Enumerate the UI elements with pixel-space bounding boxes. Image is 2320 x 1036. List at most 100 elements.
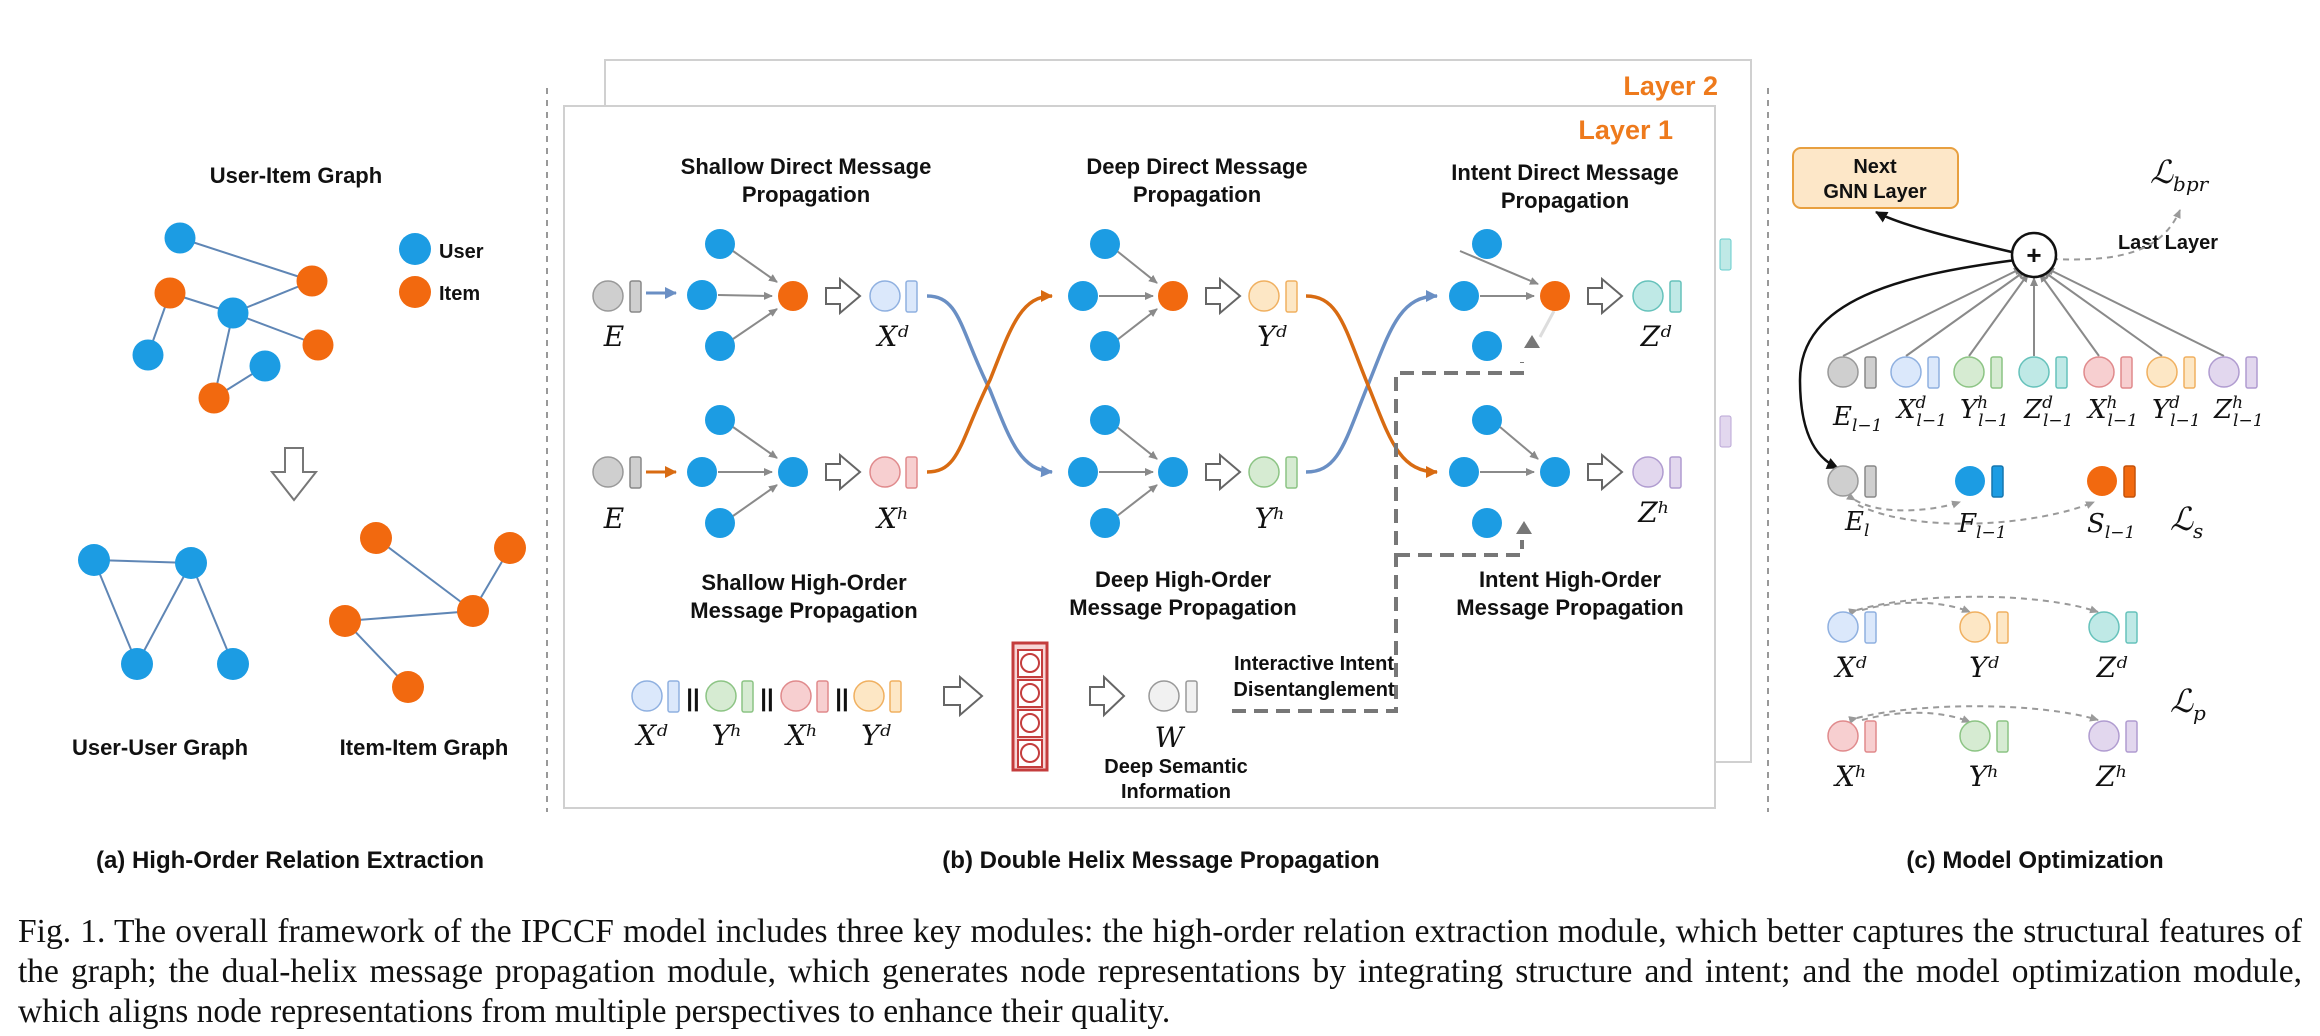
xh-bar xyxy=(905,456,918,489)
xh-bar xyxy=(1864,720,1877,753)
zd-prev-bar xyxy=(2055,356,2068,389)
sl-label: Sl−1 xyxy=(2087,509,2135,543)
user-node xyxy=(1090,508,1120,538)
framework-figure: User-Item Graph User Item xyxy=(72,59,2264,874)
xd-bar xyxy=(667,680,680,713)
yd-bar xyxy=(1996,611,2009,644)
mp-edges xyxy=(718,426,778,517)
layer2-bar xyxy=(1719,238,1732,271)
layer2-bar xyxy=(1719,415,1732,448)
to-bpr-dashed-arrow xyxy=(2051,209,2181,261)
intent-high-title-2: Message Propagation xyxy=(1456,595,1683,620)
hollow-arrow-icon xyxy=(1205,452,1242,492)
l-bpr-symbol: ℒbpr xyxy=(2150,153,2210,196)
user-node xyxy=(687,280,717,310)
mp-edges xyxy=(1459,250,1539,300)
xd-bar xyxy=(905,280,918,313)
w-node xyxy=(1148,680,1180,712)
xh-bar xyxy=(816,680,829,713)
user-node xyxy=(1068,281,1098,311)
mp-edges xyxy=(1099,250,1158,341)
user-node xyxy=(705,331,735,361)
user-node xyxy=(1472,229,1502,259)
yh-node xyxy=(1959,720,1991,752)
zh-node xyxy=(2088,720,2120,752)
xh-node xyxy=(1827,720,1859,752)
mp-edges xyxy=(1480,426,1539,476)
hollow-arrow-icon xyxy=(1089,674,1126,718)
xh-prev-bar xyxy=(2120,356,2133,389)
item-node xyxy=(457,595,489,627)
zd-symbol: Zᵈ xyxy=(1640,320,1672,353)
e-prev-label: El−1 xyxy=(1832,402,1882,436)
el-node xyxy=(1827,465,1859,497)
user-item-graph-title: User-Item Graph xyxy=(210,163,382,188)
concat-symbol: || xyxy=(835,685,848,712)
up-triangle-icon xyxy=(1516,521,1532,534)
panel-b-caption: (b) Double Helix Message Propagation xyxy=(942,847,1379,874)
align-arrow xyxy=(1861,601,1971,613)
intent-dashed-path-2 xyxy=(1396,540,1524,557)
xd-symbol: Xᵈ xyxy=(875,320,909,353)
zh-prev-node xyxy=(2208,356,2240,388)
user-node xyxy=(121,648,153,680)
hollow-arrow-icon xyxy=(1587,276,1624,316)
yh-symbol: Yʰ xyxy=(1969,760,2000,793)
user-node xyxy=(1472,331,1502,361)
xh-symbol: Xʰ xyxy=(875,502,909,535)
deep-direct-title: Deep Direct Message xyxy=(1086,154,1307,179)
user-node xyxy=(1158,457,1188,487)
interactive-intent-label-2: Disentanglement xyxy=(1233,679,1394,701)
to-next-layer-arrow xyxy=(1875,210,2017,255)
xh-node xyxy=(869,456,901,488)
e-prev-bar xyxy=(1864,356,1877,389)
yh-bar xyxy=(1285,456,1298,489)
interactive-intent-label: Interactive Intent xyxy=(1234,653,1394,675)
yd-bar xyxy=(1285,280,1298,313)
deep-direct-title-2: Propagation xyxy=(1133,182,1261,207)
deep-high-title-2: Message Propagation xyxy=(1069,595,1296,620)
yh-node xyxy=(1248,456,1280,488)
e-prev-node xyxy=(1827,356,1859,388)
zh-bar xyxy=(1669,456,1682,489)
user-node xyxy=(778,457,808,487)
yd-bar xyxy=(889,680,902,713)
hollow-arrow-icon xyxy=(1205,276,1242,316)
xh-node xyxy=(780,680,812,712)
sl-bar xyxy=(2123,465,2136,498)
hollow-arrow-icon xyxy=(825,276,862,316)
zd-bar xyxy=(2125,611,2138,644)
hollow-arrow-icon xyxy=(825,452,862,492)
shallow-high-title: Shallow High-Order xyxy=(701,570,907,595)
shallow-direct-title-2: Propagation xyxy=(742,182,870,207)
item-node xyxy=(360,522,392,554)
user-node xyxy=(1449,281,1479,311)
legend-user-label: User xyxy=(439,241,484,263)
intent-light-edge xyxy=(1538,310,1556,338)
zd-prev-node xyxy=(2018,356,2050,388)
xd-prev-node xyxy=(1890,356,1922,388)
xh-symbol: Xʰ xyxy=(784,719,818,752)
panel-c-caption: (c) Model Optimization xyxy=(1906,847,2163,874)
mp-edges xyxy=(1099,426,1158,517)
item-node xyxy=(392,671,424,703)
xh-symbol: Xʰ xyxy=(1833,760,1867,793)
align-arrow xyxy=(1861,711,1971,723)
plus-icon: + xyxy=(2026,240,2041,270)
align-arrow xyxy=(1848,705,2099,724)
yh-symbol: Yʰ xyxy=(712,719,743,752)
item-node xyxy=(494,532,526,564)
user-node xyxy=(78,544,110,576)
concat-symbol: || xyxy=(686,685,699,712)
shallow-high-title-2: Message Propagation xyxy=(690,598,917,623)
user-node xyxy=(1090,229,1120,259)
embedding-e-bar xyxy=(629,280,642,313)
user-node xyxy=(132,339,164,371)
w-bar xyxy=(1185,680,1198,713)
el-bar xyxy=(1864,465,1877,498)
el-label: El xyxy=(1844,507,1869,541)
user-node xyxy=(1449,457,1479,487)
